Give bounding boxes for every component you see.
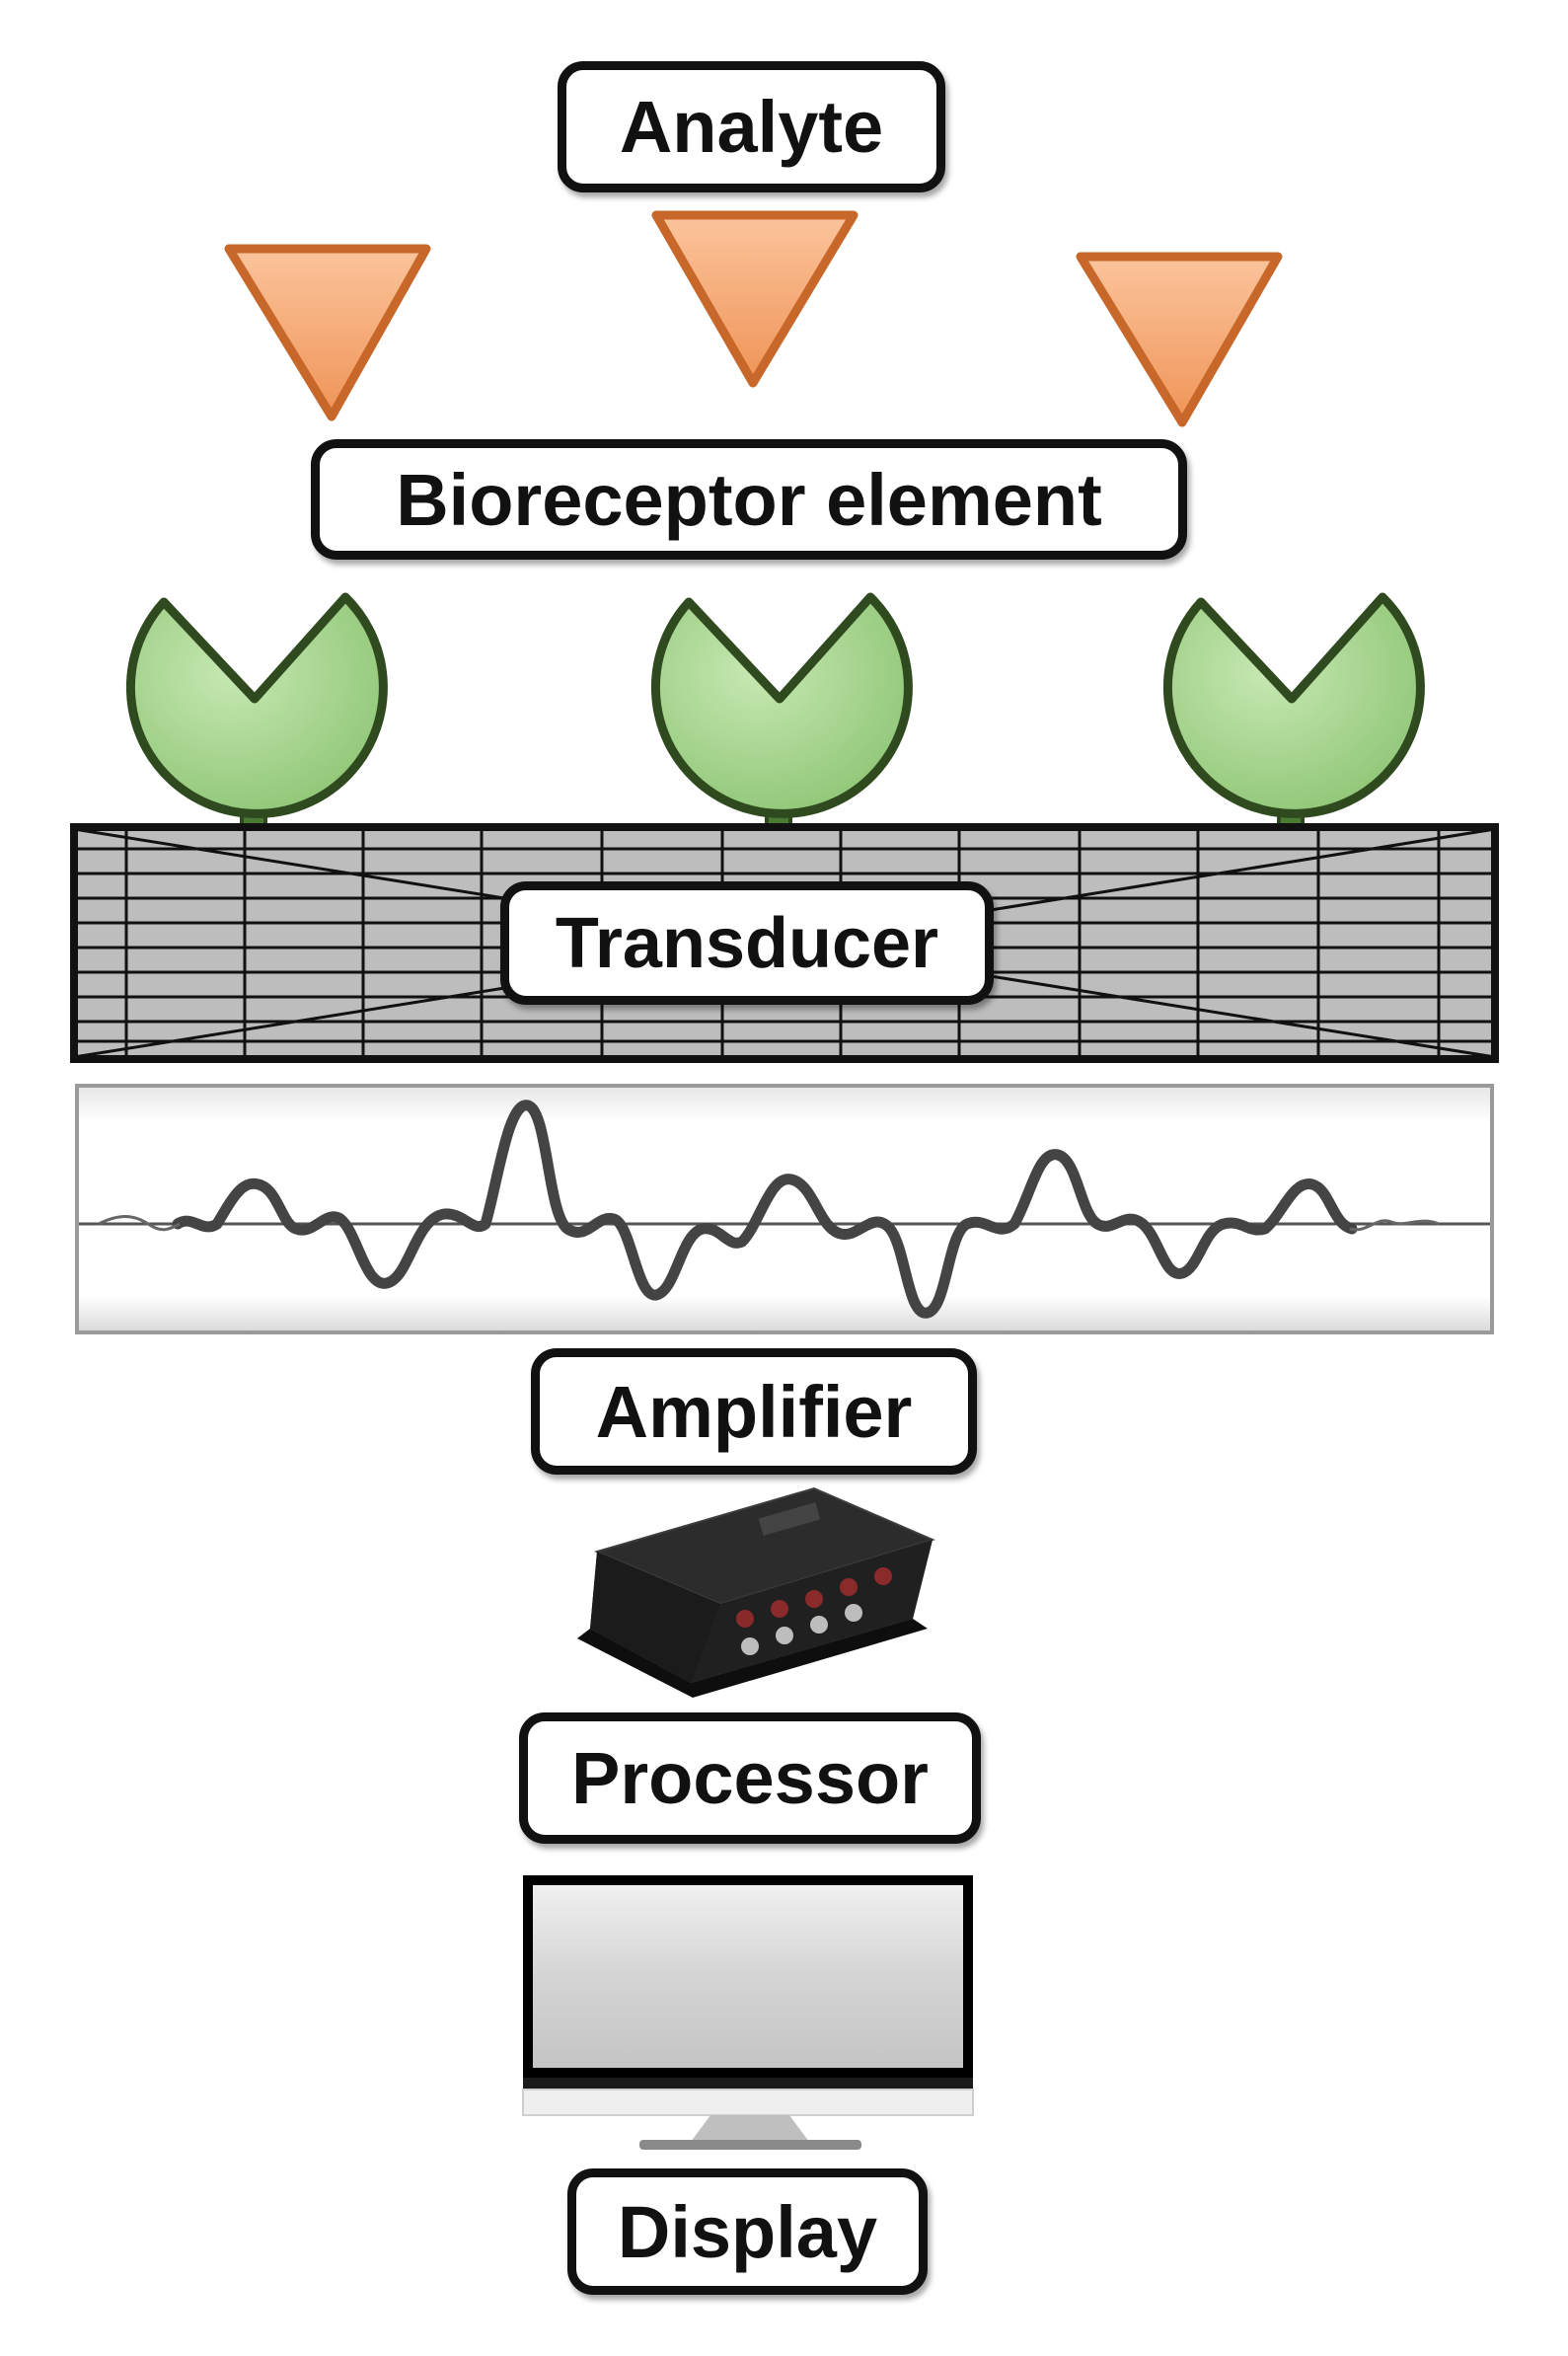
label-transducer: Transducer (500, 881, 994, 1005)
amplifier-device-icon (577, 1486, 935, 1698)
bioreceptor-icon (125, 592, 1425, 831)
signal-panel (75, 1084, 1494, 1334)
analyte-icon (224, 210, 1283, 427)
label-amplifier: Amplifier (531, 1348, 977, 1475)
label-display: Display (567, 2168, 928, 2295)
label-bioreceptor: Bioreceptor element (311, 439, 1187, 560)
label-analyte: Analyte (558, 61, 945, 192)
signal-wave (172, 1100, 1358, 1319)
monitor-icon (522, 1875, 974, 2150)
label-processor: Processor (519, 1712, 981, 1844)
